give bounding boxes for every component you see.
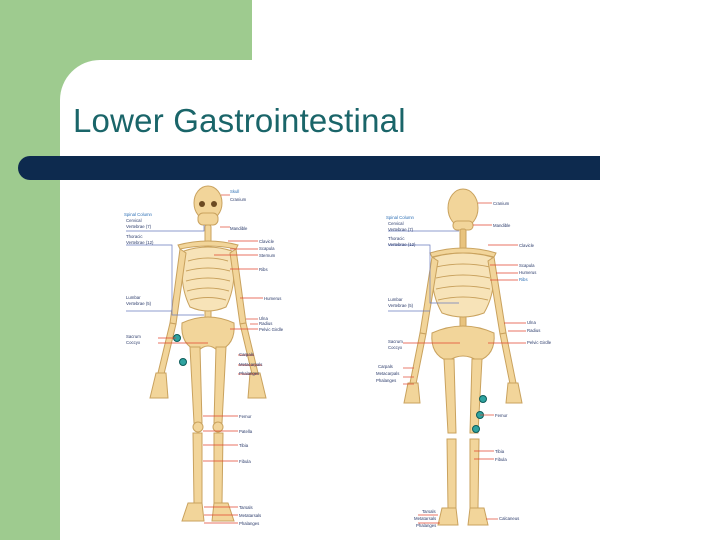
label-carpals: Carpals bbox=[239, 352, 254, 357]
label-scapula: Scapula bbox=[519, 263, 535, 268]
label-mandible: Mandible bbox=[493, 223, 511, 228]
label-femur: Femur bbox=[239, 414, 252, 419]
label-coccyx: Coccyx bbox=[126, 340, 141, 345]
label-radius: Radius bbox=[527, 328, 540, 333]
label-ulna: Ulna bbox=[527, 320, 536, 325]
label-femur: Femur bbox=[495, 413, 508, 418]
label-mandible: Mandible bbox=[230, 226, 248, 231]
posterior-skeleton bbox=[403, 188, 523, 526]
label-phalanges-foot: Phalanges bbox=[416, 523, 436, 528]
label-metatarsals: Metatarsals bbox=[414, 516, 436, 521]
label-patella: Patella bbox=[239, 429, 253, 434]
label-lumbar-vertebrae: Vertebrae (5) bbox=[388, 303, 414, 308]
posterior-labels: Cranium Spinal Column Cervical Vertebrae… bbox=[376, 201, 552, 528]
label-metacarpals: Metacarpals bbox=[376, 371, 399, 376]
label-cranium: Cranium bbox=[230, 197, 247, 202]
anterior-leader-lines bbox=[158, 194, 263, 524]
posterior-leader-lines bbox=[403, 202, 526, 524]
label-cervical-vertebrae: Vertebrae (7) bbox=[388, 227, 414, 232]
label-thoracic: Thoracic bbox=[388, 236, 405, 241]
slide-title: Lower Gastrointestinal bbox=[73, 102, 406, 139]
label-humerus: Humerus bbox=[519, 270, 536, 275]
label-radius: Radius bbox=[259, 321, 272, 326]
label-calcaneus: Calcaneus bbox=[499, 516, 519, 521]
label-metacarpals: Metacarpals bbox=[239, 362, 262, 367]
label-skull: Skull bbox=[230, 189, 239, 194]
marker-dot bbox=[472, 425, 480, 433]
label-lumbar: Lumbar bbox=[388, 297, 403, 302]
label-scapula: Scapula bbox=[259, 246, 275, 251]
label-fibula: Fibula bbox=[495, 457, 507, 462]
label-pelvic-girdle: Pelvic Girdle bbox=[527, 340, 552, 345]
label-carpals: Carpals bbox=[378, 364, 393, 369]
marker-dot bbox=[479, 395, 487, 403]
label-coccyx: Coccyx bbox=[388, 345, 403, 350]
posterior-spine-brackets bbox=[388, 230, 459, 312]
label-cervical: Cervical bbox=[388, 221, 404, 226]
label-thoracic-vertebrae: Vertebrae (12) bbox=[126, 240, 154, 245]
label-tarsals: Tarsals bbox=[239, 505, 253, 510]
skeleton-diagram: Skull Cranium Spinal Column Cervical Ver… bbox=[124, 185, 552, 528]
label-ulna: Ulna bbox=[259, 316, 268, 321]
label-tarsals: Tarsals bbox=[422, 509, 436, 514]
label-lumbar: Lumbar bbox=[126, 295, 141, 300]
slide-content-panel bbox=[60, 60, 720, 540]
label-ribs: Ribs bbox=[259, 267, 268, 272]
label-sternum: Sternum bbox=[259, 253, 276, 258]
label-humerus: Humerus bbox=[264, 296, 281, 301]
label-phalanges-hand: Phalanges bbox=[376, 378, 396, 383]
label-tibia: Tibia bbox=[495, 449, 505, 454]
anterior-skeleton bbox=[149, 185, 267, 522]
label-phalanges-hand: Phalanges bbox=[239, 371, 259, 376]
label-cervical: Cervical bbox=[126, 218, 142, 223]
label-lumbar-vertebrae: Vertebrae (5) bbox=[126, 301, 152, 306]
label-metatarsals: Metatarsals bbox=[239, 513, 261, 518]
label-sacrum: Sacrum bbox=[126, 334, 141, 339]
label-thoracic-vertebrae: Vertebrae (12) bbox=[388, 242, 416, 247]
title-divider-bar bbox=[18, 156, 600, 180]
label-clavicle: Clavicle bbox=[519, 243, 535, 248]
label-sacrum: Sacrum bbox=[388, 339, 403, 344]
label-spinal-column: Spinal Column bbox=[386, 215, 415, 220]
label-phalanges-foot: Phalanges bbox=[239, 521, 259, 526]
label-thoracic: Thoracic bbox=[126, 234, 143, 239]
label-ribs: Ribs bbox=[519, 277, 528, 282]
label-cranium: Cranium bbox=[493, 201, 510, 206]
label-pelvic-girdle: Pelvic Girdle bbox=[259, 327, 284, 332]
label-fibula: Fibula bbox=[239, 459, 251, 464]
label-spinal-column: Spinal Column bbox=[124, 212, 153, 217]
anterior-spine-brackets bbox=[126, 225, 205, 316]
anterior-labels: Skull Cranium Spinal Column Cervical Ver… bbox=[124, 189, 284, 526]
label-cervical-vertebrae: Vertebrae (7) bbox=[126, 224, 152, 229]
label-clavicle: Clavicle bbox=[259, 239, 275, 244]
label-tibia: Tibia bbox=[239, 443, 249, 448]
marker-dot bbox=[179, 358, 187, 366]
